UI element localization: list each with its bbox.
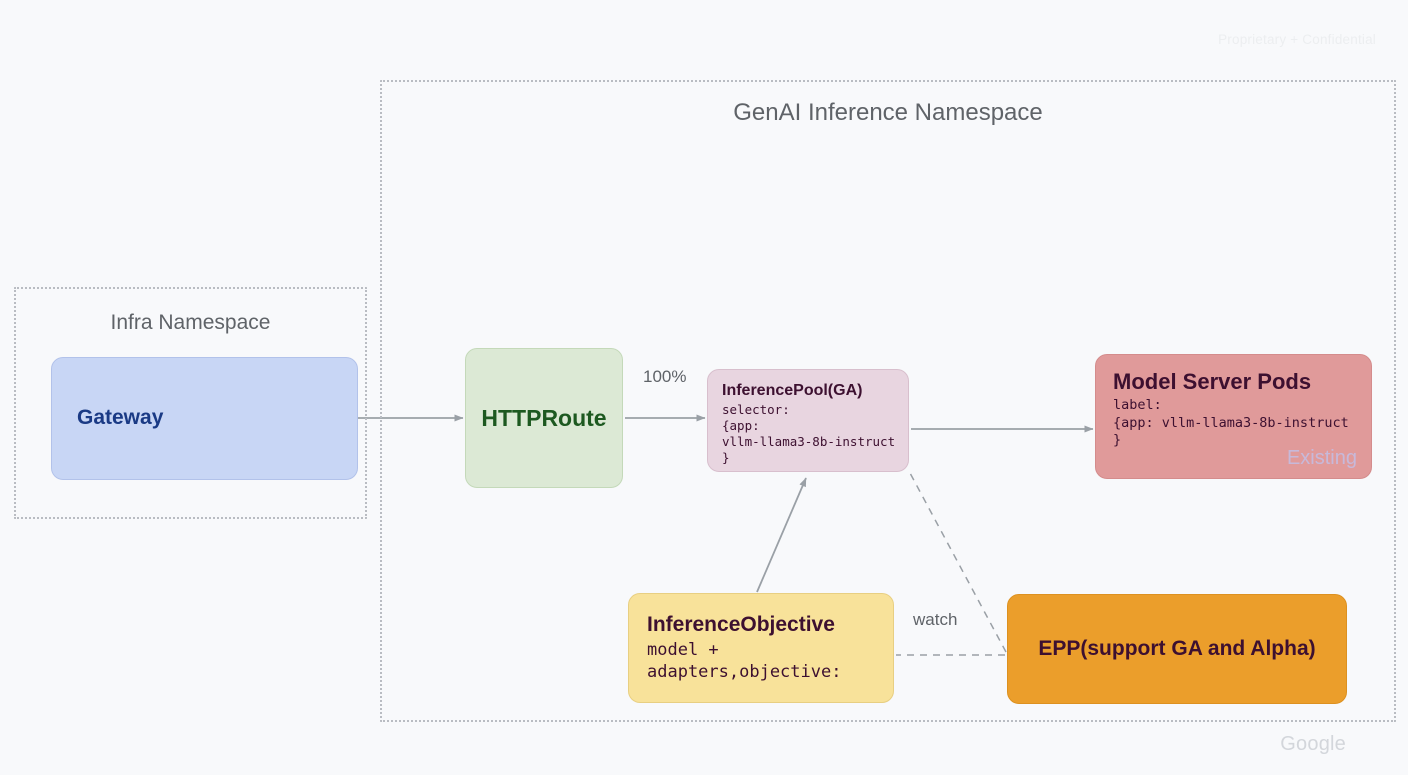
edge-label-watch: watch — [913, 610, 958, 629]
node-inferenceobjective-body: model + adapters,objective: — [647, 639, 842, 682]
watermark-proprietary-confidential: Proprietary + Confidential — [1218, 32, 1376, 47]
watermark-google-logo: Google — [1280, 733, 1346, 755]
edge-label-traffic-weight: 100% — [643, 367, 687, 386]
node-httproute-title: HTTPRoute — [481, 404, 607, 431]
node-gateway[interactable]: Gateway — [51, 357, 358, 480]
namespace-infra: Infra Namespace — [14, 287, 367, 519]
node-epp-title: EPP(support GA and Alpha) — [1038, 636, 1316, 660]
namespace-genai-inference-title: GenAI Inference Namespace — [733, 99, 1043, 126]
namespace-infra-title: Infra Namespace — [110, 311, 271, 334]
node-inferenceobjective-title: InferenceObjective — [647, 612, 835, 636]
namespace-genai-inference: GenAI Inference Namespace — [380, 80, 1396, 722]
node-inferencepool-body: selector: {app: vllm-llama3-8b-instruct … — [722, 402, 896, 466]
node-model-server-pods[interactable]: Model Server Pods label: {app: vllm-llam… — [1095, 354, 1372, 479]
node-epp[interactable]: EPP(support GA and Alpha) — [1007, 594, 1347, 704]
node-inferencepool-title: InferencePool(GA) — [722, 382, 863, 399]
node-inferencepool[interactable]: InferencePool(GA) selector: {app: vllm-l… — [707, 369, 909, 472]
node-inferenceobjective[interactable]: InferenceObjective model + adapters,obje… — [628, 593, 894, 703]
node-model-server-pods-title: Model Server Pods — [1113, 369, 1312, 394]
existing-badge: Existing — [1286, 447, 1357, 469]
node-httproute[interactable]: HTTPRoute — [465, 348, 623, 488]
node-model-server-pods-body: label: {app: vllm-llama3-8b-instruct } — [1113, 397, 1349, 448]
node-gateway-title: Gateway — [77, 406, 164, 430]
